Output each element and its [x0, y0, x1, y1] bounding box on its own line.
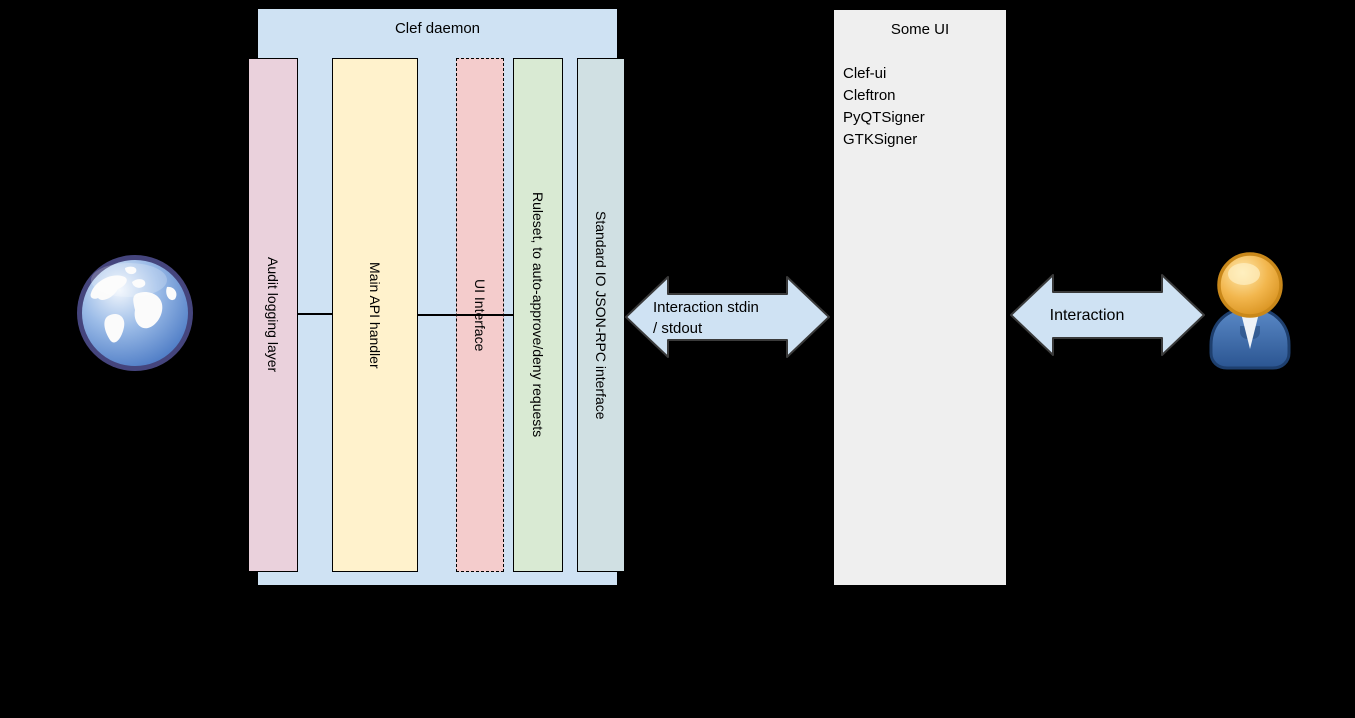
- clef-daemon-title: Clef daemon: [394, 20, 481, 37]
- bar-audit-logging-layer-label: Audit logging layer: [265, 257, 281, 373]
- some-ui-list: Clef-ui Cleftron PyQTSigner GTKSigner: [843, 63, 925, 151]
- connector-api-to-ruleset: [418, 314, 513, 316]
- stdio-arrow-label-line1: Interaction stdin: [653, 299, 759, 316]
- some-ui-box: [833, 9, 1007, 586]
- some-ui-item-clef-ui: Clef-ui: [843, 65, 887, 82]
- clef-daemon-container: [257, 8, 618, 586]
- stdio-arrow-label-line2: / stdout: [653, 320, 703, 337]
- some-ui-item-pyqtsigner: PyQTSigner: [843, 109, 925, 126]
- some-ui-item-gtksigner: GTKSigner: [843, 131, 918, 148]
- bar-stdio-jsonrpc-interface-label: Standard IO JSON-RPC interface: [593, 210, 609, 420]
- globe-icon: [75, 253, 195, 378]
- bar-ruleset-label: Ruleset, to auto-approve/deny requests: [530, 192, 546, 438]
- bar-main-api-handler: Main API handler: [332, 58, 418, 572]
- bar-ruleset: Ruleset, to auto-approve/deny requests: [513, 58, 563, 572]
- bar-audit-logging-layer: Audit logging layer: [248, 58, 298, 572]
- stdio-arrow: [625, 275, 830, 359]
- bar-main-api-handler-label: Main API handler: [367, 261, 383, 369]
- connector-audit-to-api: [298, 313, 332, 315]
- some-ui-item-cleftron: Cleftron: [843, 87, 896, 104]
- user-arrow: [1010, 273, 1205, 357]
- person-icon: [1200, 252, 1300, 375]
- bar-stdio-jsonrpc-interface: Standard IO JSON-RPC interface: [577, 58, 625, 572]
- user-arrow-label: Interaction: [1049, 307, 1125, 324]
- stdio-arrow-label: Interaction stdin / stdout: [653, 297, 759, 339]
- some-ui-title: Some UI: [890, 21, 950, 38]
